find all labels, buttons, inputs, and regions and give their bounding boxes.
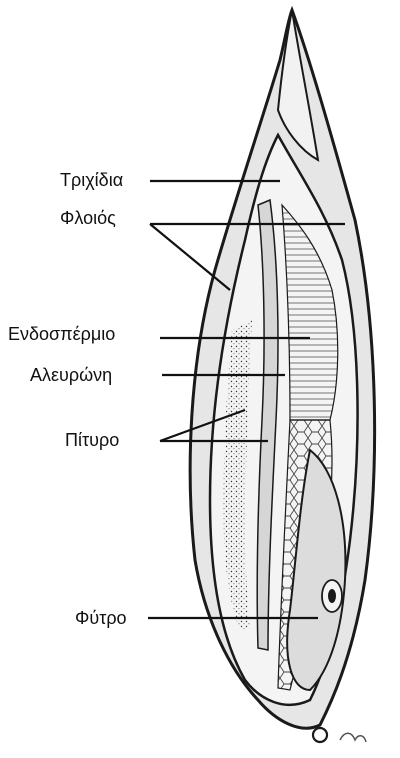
- label-aleuroni: Αλευρώνη: [30, 366, 112, 384]
- signature-mark: [340, 733, 366, 742]
- label-endospermio: Ενδοσπέρμιο: [8, 325, 115, 343]
- label-floios: Φλοιός: [60, 209, 116, 227]
- germ-core: [328, 589, 336, 603]
- label-pityro: Πίτυρο: [65, 431, 119, 449]
- label-fytro: Φύτρο: [75, 609, 127, 627]
- label-trichidia: Τριχίδια: [60, 171, 123, 189]
- grain-base: [313, 728, 327, 742]
